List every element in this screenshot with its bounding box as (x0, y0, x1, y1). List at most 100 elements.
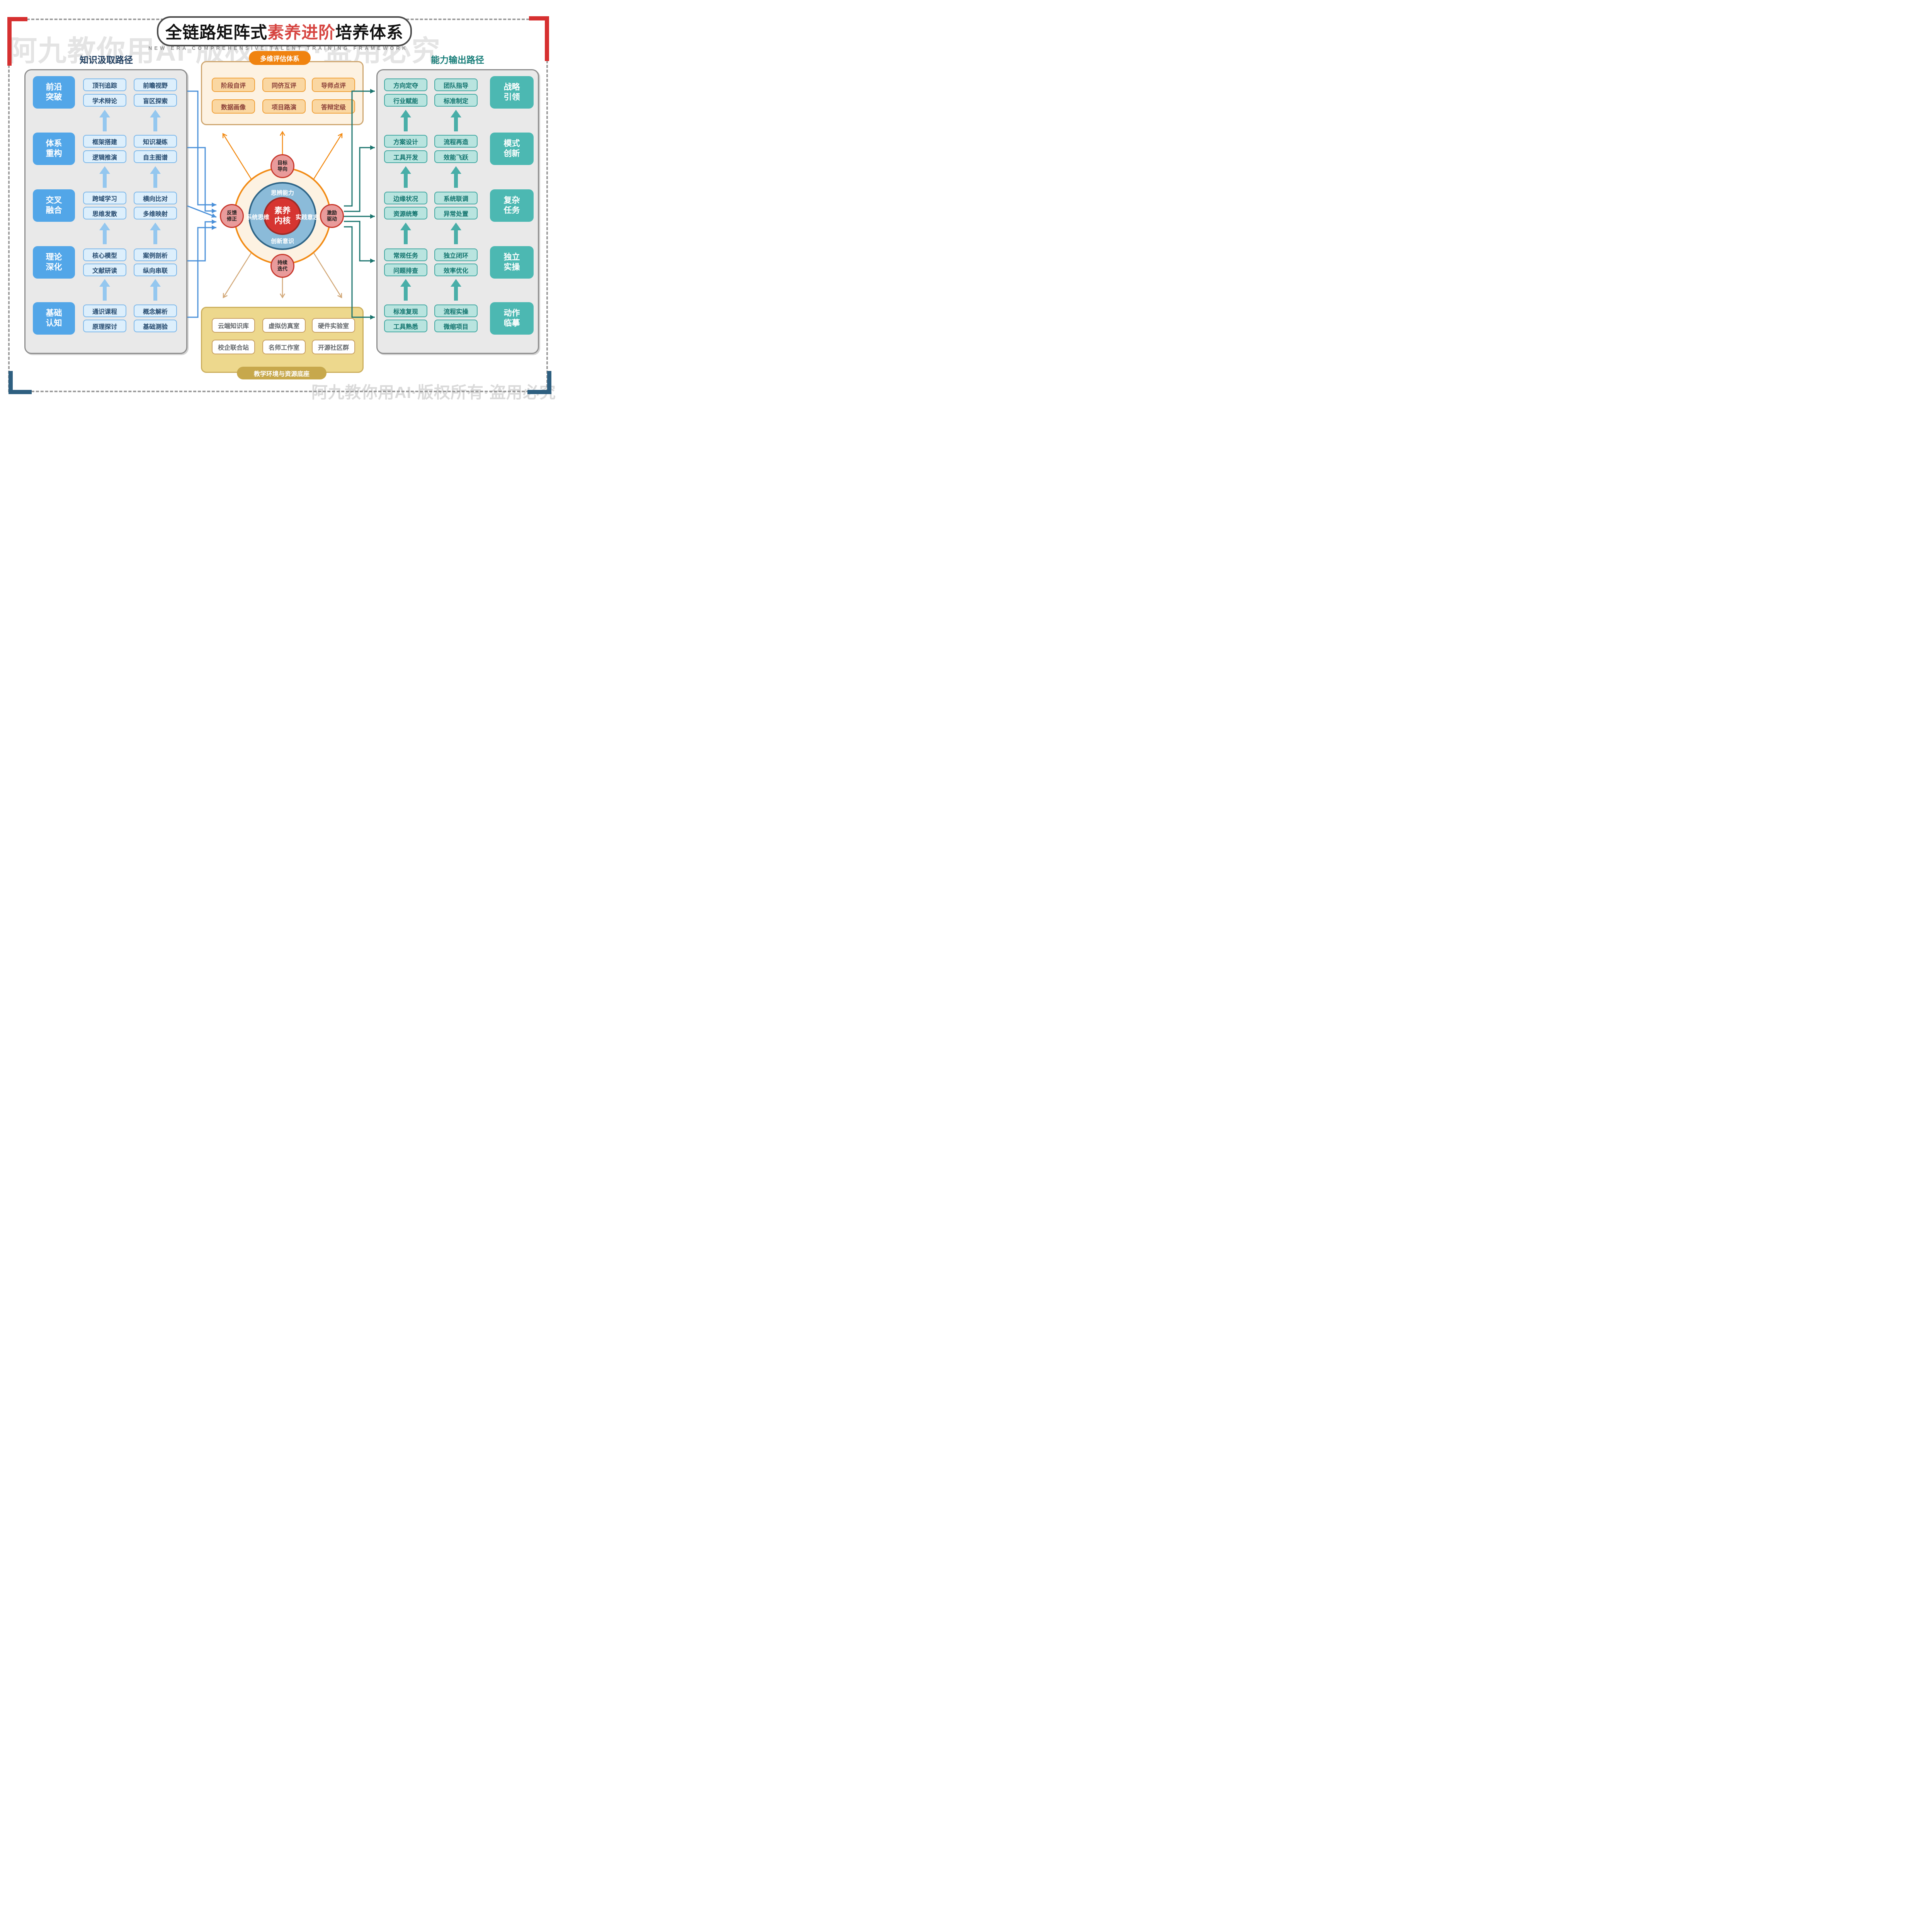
group-label-text: 基础认知 (46, 308, 62, 328)
right-group-4-label: 动作临摹 (490, 302, 534, 335)
left-item: 框架搭建 (83, 135, 126, 148)
up-arrow-icon (99, 166, 110, 188)
right-item: 异常处置 (434, 207, 478, 219)
up-arrow-icon (150, 279, 161, 301)
right-group-1-label: 模式创新 (490, 133, 534, 165)
group-label-text: 前沿突破 (46, 82, 62, 102)
satellite-drive: 激励驱动 (320, 204, 344, 228)
right-item: 边缘状况 (384, 192, 427, 204)
right-item: 独立闭环 (434, 248, 478, 261)
left-group-3-label: 理论深化 (33, 246, 75, 279)
core-circle: 素养内核 (264, 197, 301, 235)
ring-label-bottom: 创新意识 (270, 238, 294, 245)
page-subtitle: NEW ERA COMPREHENSIVE TALENT TRAINING FR… (148, 45, 408, 51)
left-item: 文献研读 (83, 264, 126, 276)
up-arrow-icon (451, 166, 461, 188)
right-item: 微缩项目 (434, 320, 478, 332)
ring-label-left: 系统思维 (246, 214, 269, 221)
left-item: 顶刊追踪 (83, 78, 126, 91)
left-item: 核心模型 (83, 248, 126, 261)
corner-bracket-bottom-left (9, 371, 32, 394)
left-item: 案例剖析 (134, 248, 177, 261)
group-label-text: 战略引领 (503, 82, 520, 102)
knowledge-intake-panel: 前沿突破 顶刊追踪 前瞻视野 学术辩论 盲区探索 体系重构 框架搭建 知识凝练 … (24, 69, 187, 354)
left-item: 学术辩论 (83, 94, 126, 107)
evaluation-title-pill: 多维评估体系 (249, 51, 311, 65)
left-item: 思维发散 (83, 207, 126, 219)
up-arrow-icon (99, 110, 110, 131)
group-label-text: 独立实操 (503, 252, 520, 272)
up-arrow-icon (451, 223, 461, 244)
evaluation-item: 项目路演 (262, 99, 306, 114)
satellite-label: 反馈修正 (226, 209, 237, 222)
right-item: 方案设计 (384, 135, 427, 148)
left-item: 纵向串联 (134, 264, 177, 276)
right-item: 系统联调 (434, 192, 478, 204)
core-label: 素养内核 (274, 206, 291, 225)
resource-item: 硬件实验室 (312, 318, 355, 333)
right-item: 流程实操 (434, 304, 478, 317)
resource-item: 云端知识库 (212, 318, 255, 333)
resources-title-pill: 教学环境与资源底座 (237, 367, 327, 379)
up-arrow-icon (400, 223, 411, 244)
satellite-label: 激励驱动 (327, 209, 337, 222)
corner-bracket-top-right (529, 16, 549, 61)
left-group-1-label: 体系重构 (33, 133, 75, 165)
up-arrow-icon (150, 223, 161, 244)
right-item: 效能飞跃 (434, 150, 478, 163)
up-arrow-icon (400, 110, 411, 131)
left-group-0-label: 前沿突破 (33, 76, 75, 109)
left-item: 概念解析 (134, 304, 177, 317)
left-group-4-label: 基础认知 (33, 302, 75, 335)
up-arrow-icon (400, 279, 411, 301)
group-label-text: 交叉融合 (46, 196, 62, 215)
left-item: 前瞻视野 (134, 78, 177, 91)
right-section-title: 能力输出路径 (431, 55, 484, 65)
evaluation-item: 导师点评 (312, 78, 355, 92)
up-arrow-icon (451, 279, 461, 301)
resource-item: 名师工作室 (262, 340, 306, 354)
evaluation-item: 阶段自评 (212, 78, 255, 92)
left-item: 跨域学习 (83, 192, 126, 204)
watermark-bottom: 阿九教你用AI·版权所有·盗用必究 (311, 383, 556, 401)
satellite-label: 持续迭代 (277, 259, 287, 272)
left-item: 多维映射 (134, 207, 177, 219)
right-group-3-label: 独立实操 (490, 246, 534, 279)
right-item: 标准复现 (384, 304, 427, 317)
group-label-text: 体系重构 (46, 139, 62, 158)
up-arrow-icon (400, 166, 411, 188)
resources-panel: 云端知识库 虚拟仿真室 硬件实验室 校企联合站 名师工作室 开源社区群 (201, 307, 364, 373)
right-item: 工具开发 (384, 150, 427, 163)
satellite-goal: 目标导向 (270, 154, 294, 178)
satellite-feedback: 反馈修正 (220, 204, 244, 228)
left-item: 通识课程 (83, 304, 126, 317)
left-group-2-label: 交叉融合 (33, 189, 75, 222)
left-section-title: 知识汲取路径 (80, 55, 133, 65)
right-item: 行业赋能 (384, 94, 427, 107)
title-highlight: 素养进阶 (267, 24, 335, 42)
ring-label-right: 实践意志 (295, 214, 319, 221)
right-item: 资源统筹 (384, 207, 427, 219)
ring-label-top: 思辨能力 (270, 190, 294, 196)
right-group-0-label: 战略引领 (490, 76, 534, 109)
page-title: 全链路矩阵式素养进阶培养体系 (157, 16, 412, 46)
right-item: 常规任务 (384, 248, 427, 261)
left-item: 原理探讨 (83, 320, 126, 332)
right-item: 标准制定 (434, 94, 478, 107)
right-item: 效率优化 (434, 264, 478, 276)
up-arrow-icon (150, 110, 161, 131)
right-item: 团队指导 (434, 78, 478, 91)
left-item: 盲区探索 (134, 94, 177, 107)
left-item: 基础测验 (134, 320, 177, 332)
infographic-canvas: 阿九教你用AI·版权所有·盗用必究 阿九教你用AI·版权所有·盗用必究 全链路矩… (0, 0, 556, 402)
corner-bracket-bottom-right (527, 371, 551, 394)
resource-item: 开源社区群 (312, 340, 355, 354)
up-arrow-icon (150, 166, 161, 188)
group-label-text: 复杂任务 (503, 196, 520, 215)
evaluation-item: 答辩定级 (312, 99, 355, 114)
left-item: 知识凝练 (134, 135, 177, 148)
right-item: 工具熟悉 (384, 320, 427, 332)
right-group-2-label: 复杂任务 (490, 189, 534, 222)
evaluation-item: 同侪互评 (262, 78, 306, 92)
group-label-text: 模式创新 (503, 139, 520, 158)
